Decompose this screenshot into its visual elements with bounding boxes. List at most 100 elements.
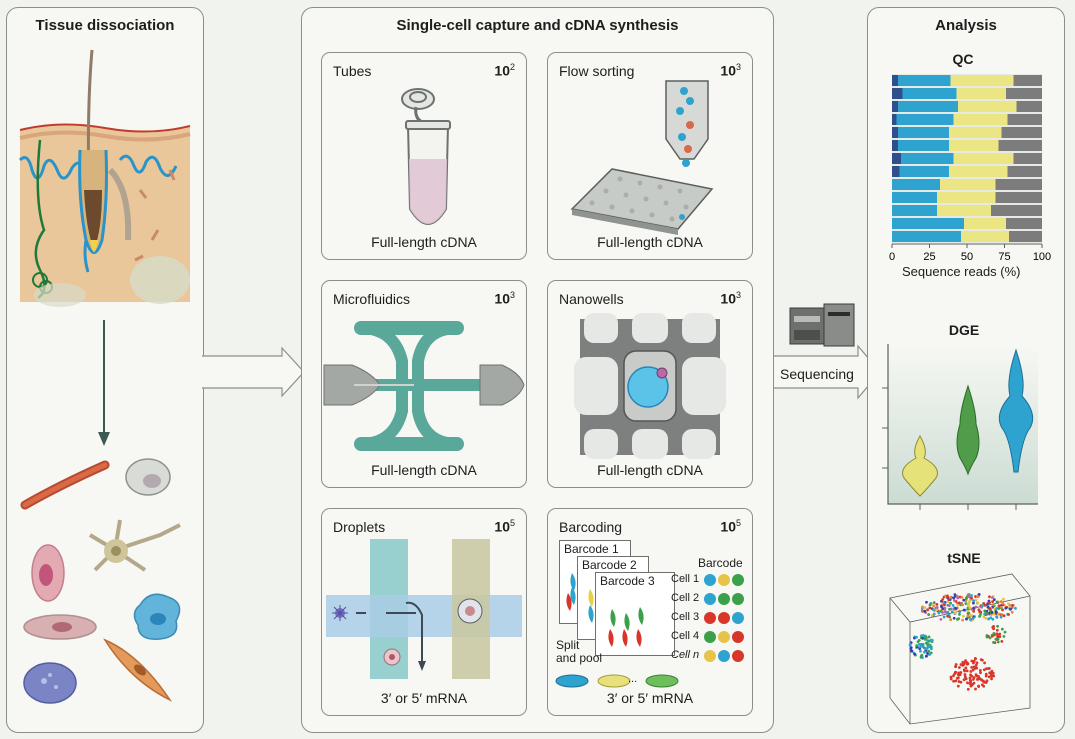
tsne-point xyxy=(948,607,951,611)
tsne-point xyxy=(949,595,952,599)
tsne-point xyxy=(908,642,912,646)
tsne-point xyxy=(946,614,950,618)
tsne-point xyxy=(991,600,994,604)
tsne-point xyxy=(995,632,999,636)
tsne-point xyxy=(968,606,972,610)
tsne-point xyxy=(952,679,955,683)
tsne-point xyxy=(935,602,939,606)
tsne-point xyxy=(928,606,932,610)
tsne-point xyxy=(978,609,982,613)
card-title: Droplets xyxy=(333,519,386,535)
tsne-point xyxy=(954,663,958,666)
tsne-point xyxy=(964,666,968,670)
card-title: Barcoding xyxy=(559,519,623,535)
tsne-point xyxy=(962,598,966,602)
tsne-point xyxy=(974,657,977,661)
tsne-point xyxy=(925,600,928,604)
tsne-point xyxy=(1011,603,1014,607)
tsne-point xyxy=(957,680,961,683)
tsne-point xyxy=(957,617,961,621)
sequencing-label: Sequencing xyxy=(780,366,854,382)
tsne-point xyxy=(974,605,978,609)
card-microfluidics: Microfluidics 103 Full-length cDNA xyxy=(321,280,527,488)
tsne-point xyxy=(974,663,978,667)
tsne-point xyxy=(920,634,923,638)
qc-bar-segment xyxy=(1013,75,1042,86)
tsne-point xyxy=(986,605,990,609)
tsne-point xyxy=(947,598,951,602)
droplet-channel-icon xyxy=(326,539,522,679)
tsne-point xyxy=(983,680,986,684)
qc-bar-segment xyxy=(892,153,901,164)
tsne-point xyxy=(1001,601,1005,605)
qc-bar-segment xyxy=(892,166,900,177)
tsne-point xyxy=(957,601,961,605)
tsne-point xyxy=(909,647,913,651)
qc-bar-segment xyxy=(1001,127,1042,138)
qc-bar-segment xyxy=(995,192,1042,203)
tsne-point xyxy=(927,645,931,649)
tsne-point xyxy=(924,636,928,640)
tsne-point xyxy=(972,606,976,610)
tsne-point xyxy=(970,596,973,600)
tsne-point xyxy=(968,678,972,682)
tsne-point xyxy=(932,604,936,608)
qc-x-tick-label: 25 xyxy=(923,251,935,263)
tsne-point xyxy=(946,594,949,598)
qc-bar-segment xyxy=(1007,114,1042,125)
tsne-point xyxy=(1000,639,1004,643)
qc-bar-segment xyxy=(892,218,964,229)
tsne-point xyxy=(943,610,947,614)
qc-bar-segment xyxy=(950,75,1014,86)
tsne-point xyxy=(927,613,931,616)
qc-bar-segment xyxy=(958,101,1017,112)
tsne-point xyxy=(996,624,1000,628)
tsne-point xyxy=(997,635,1000,639)
throughput-value: 103 xyxy=(720,62,741,79)
tsne-point xyxy=(963,673,967,676)
dissociated-cells xyxy=(20,458,181,704)
tsne-point xyxy=(976,677,980,681)
tsne-point xyxy=(986,611,989,615)
tsne-point xyxy=(962,608,966,612)
tsne-point xyxy=(972,599,976,603)
tsne-point xyxy=(959,671,963,674)
tsne-scatter-plot xyxy=(889,573,1031,725)
tsne-point xyxy=(913,652,917,656)
tsne-point xyxy=(1008,603,1012,607)
tsne-point xyxy=(972,609,976,613)
tsne-point xyxy=(921,637,925,640)
qc-bar-segment xyxy=(896,114,954,125)
tsne-point xyxy=(987,617,991,621)
cell-label: Cell 4 xyxy=(671,630,700,642)
tsne-point xyxy=(942,615,946,619)
qc-bar-segment xyxy=(892,88,903,99)
throughput-value: 105 xyxy=(720,518,741,535)
tsne-point xyxy=(972,601,975,605)
tsne-point xyxy=(964,659,967,663)
tsne-point xyxy=(992,632,996,635)
tsne-point xyxy=(932,601,936,605)
qc-bar-segment xyxy=(892,192,937,203)
tsne-point xyxy=(925,641,928,645)
tsne-point xyxy=(961,660,965,664)
tsne-point xyxy=(985,667,988,671)
tissue-panel-title: Tissue dissociation xyxy=(35,17,175,34)
tsne-point xyxy=(977,593,981,596)
qc-x-tick-label: 75 xyxy=(998,251,1010,263)
tsne-point xyxy=(928,603,932,607)
dge-title: DGE xyxy=(948,322,980,338)
tsne-point xyxy=(927,635,931,639)
qc-bar-segment xyxy=(940,179,996,190)
tsne-point xyxy=(946,600,950,604)
throughput-value: 103 xyxy=(494,290,515,307)
tsne-point xyxy=(1002,634,1006,638)
qc-bar-segment xyxy=(953,114,1008,125)
tsne-point xyxy=(929,647,933,651)
qc-bar-segment xyxy=(998,140,1042,151)
card-footer: Full-length cDNA xyxy=(597,234,703,250)
tsne-point xyxy=(972,676,976,679)
tsne-point xyxy=(995,628,999,632)
tsne-point xyxy=(995,600,999,604)
tsne-point xyxy=(917,642,921,646)
